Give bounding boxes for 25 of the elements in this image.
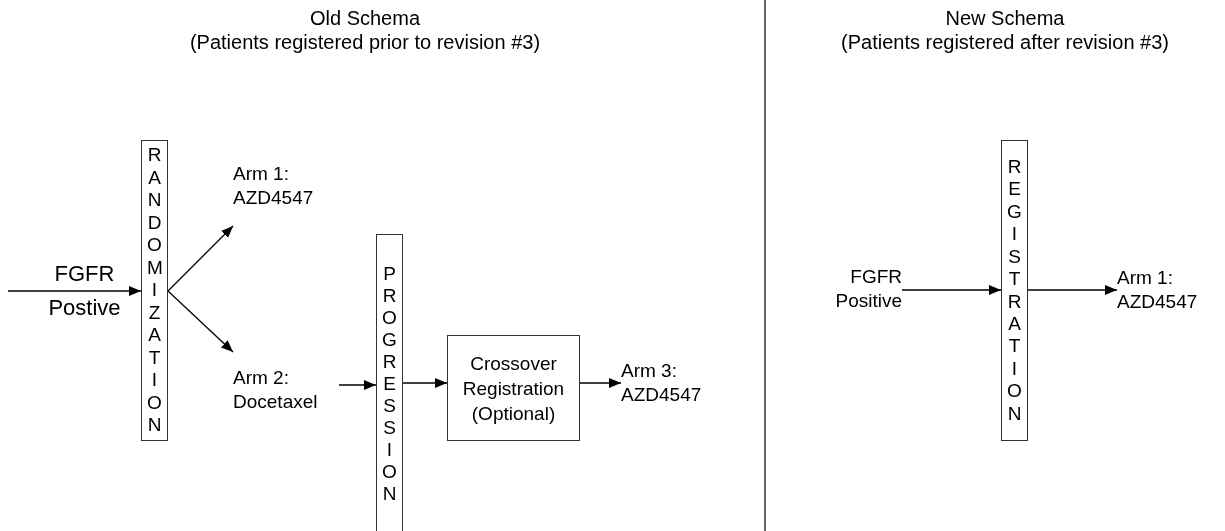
schema-heading: Old Schema (309, 7, 421, 29)
arm-label: Arm 1: AZD4547 (233, 162, 315, 210)
arrow (1027, 285, 1118, 295)
box-label: Crossover Registration (Optional) (461, 351, 566, 426)
stage-label: REGISTRATION (1006, 156, 1028, 425)
schema-heading: (Patients registered after revision #3) (841, 31, 1169, 53)
arrow (402, 378, 448, 388)
stage-label: RANDOMIZATION (145, 144, 168, 437)
schema-heading: (Patients registered prior to revision #3) (189, 31, 541, 53)
arrow (7, 286, 142, 296)
arm-label: Arm 2: Docetaxel (233, 366, 319, 414)
stage-bar (376, 234, 403, 531)
arrow (579, 378, 622, 388)
process-box (447, 335, 580, 441)
edge-label: FGFR Postive (48, 261, 121, 320)
stage-bar (1001, 140, 1028, 441)
arrow (167, 290, 234, 353)
arrow (167, 225, 234, 292)
schema-heading: New Schema (945, 7, 1065, 29)
arm-label: Arm 1: AZD4547 (1117, 266, 1199, 314)
arm-label: Arm 3: AZD4547 (621, 359, 703, 407)
arrow (338, 380, 377, 390)
stage-label: PROGRESSION (381, 263, 403, 505)
arrow (901, 285, 1002, 295)
arm-label: FGFR Positive (834, 265, 902, 313)
